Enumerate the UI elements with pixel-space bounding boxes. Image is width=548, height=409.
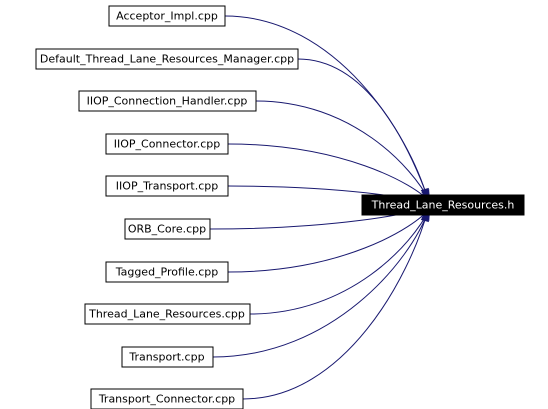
node-thread-lane-resources-h[interactable]: Thread_Lane_Resources.h bbox=[361, 194, 525, 216]
node-box bbox=[90, 388, 244, 409]
node-box bbox=[105, 261, 229, 283]
node-default-thread-lane-resources-manager-cpp[interactable]: Default_Thread_Lane_Resources_Manager.cp… bbox=[35, 48, 299, 70]
node-label: Default_Thread_Lane_Resources_Manager.cp… bbox=[40, 53, 294, 66]
node-box bbox=[35, 48, 299, 70]
nodes: Thread_Lane_Resources.h Acceptor_Impl.cpp… bbox=[35, 5, 525, 409]
node-transport-cpp[interactable]: Transport.cpp bbox=[121, 346, 214, 368]
node-orb-core-cpp[interactable]: ORB_Core.cpp bbox=[124, 218, 211, 240]
node-label: IIOP_Connector.cpp bbox=[114, 138, 221, 151]
node-label: IIOP_Transport.cpp bbox=[116, 180, 218, 193]
edge-line bbox=[255, 100, 431, 202]
node-box bbox=[121, 346, 214, 368]
edge-default-thread-lane-resources-manager-cpp bbox=[297, 58, 430, 202]
node-label: Tagged_Profile.cpp bbox=[115, 266, 219, 279]
node-box bbox=[361, 194, 525, 216]
node-iiop-connector-cpp[interactable]: IIOP_Connector.cpp bbox=[105, 133, 229, 155]
node-tagged-profile-cpp[interactable]: Tagged_Profile.cpp bbox=[105, 261, 229, 283]
edge-line bbox=[212, 209, 430, 358]
node-thread-lane-resources-cpp[interactable]: Thread_Lane_Resources.cpp bbox=[84, 303, 251, 325]
node-transport-connector-cpp[interactable]: Transport_Connector.cpp bbox=[90, 388, 244, 409]
edge-transport-connector-cpp bbox=[242, 209, 429, 400]
edge-line bbox=[242, 210, 429, 400]
node-iiop-transport-cpp[interactable]: IIOP_Transport.cpp bbox=[105, 175, 229, 197]
node-label: Transport.cpp bbox=[128, 351, 204, 364]
node-box bbox=[124, 218, 211, 240]
node-label: ORB_Core.cpp bbox=[128, 223, 206, 236]
node-box bbox=[105, 133, 229, 155]
node-label: IIOP_Connection_Handler.cpp bbox=[87, 95, 248, 108]
edge-line bbox=[227, 206, 432, 273]
node-label: Thread_Lane_Resources.h bbox=[371, 199, 515, 212]
node-acceptor-impl-cpp[interactable]: Acceptor_Impl.cpp bbox=[108, 5, 226, 27]
edge-tagged-profile-cpp bbox=[227, 205, 433, 273]
edge-line bbox=[297, 58, 430, 201]
node-label: Thread_Lane_Resources.cpp bbox=[88, 308, 245, 321]
node-box bbox=[105, 175, 229, 197]
node-box bbox=[84, 303, 251, 325]
edge-iiop-connector-cpp bbox=[227, 143, 433, 205]
edge-line bbox=[227, 143, 432, 204]
node-iiop-connection-handler-cpp[interactable]: IIOP_Connection_Handler.cpp bbox=[78, 90, 257, 112]
edge-line bbox=[249, 208, 431, 315]
node-box bbox=[78, 90, 257, 112]
node-label: Transport_Connector.cpp bbox=[98, 393, 235, 406]
edge-thread-lane-resources-cpp bbox=[249, 206, 431, 315]
node-box bbox=[108, 5, 226, 27]
node-label: Acceptor_Impl.cpp bbox=[116, 10, 218, 23]
edge-transport-cpp bbox=[212, 208, 430, 358]
